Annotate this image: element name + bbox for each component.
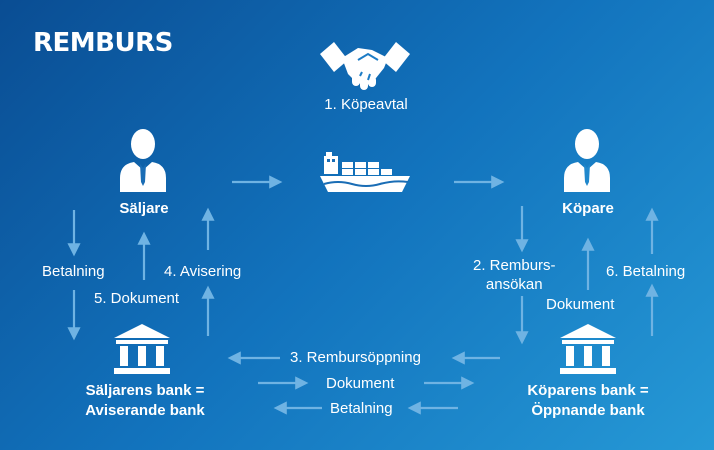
buyer-label: Köpare xyxy=(562,200,614,217)
seller-label: Säljare xyxy=(119,200,169,217)
betalning-right-label: 6. Betalning xyxy=(606,263,686,280)
remburs-ansokan-label: 2. Remburs- ansökan xyxy=(473,257,556,293)
seller-bank-label: Säljarens bank = Aviserande bank xyxy=(85,382,205,419)
bank-icon xyxy=(560,324,616,374)
buyer-bank-label: Köparens bank = Öppnande bank xyxy=(527,382,649,419)
betalning-middle-label: Betalning xyxy=(330,400,393,417)
handshake-icon xyxy=(320,42,410,90)
dokument-right-label: Dokument xyxy=(546,296,615,313)
person-icon xyxy=(564,129,610,192)
dokument-left-label: 5. Dokument xyxy=(94,290,180,307)
contract-label: 1. Köpeavtal xyxy=(324,96,408,113)
cargo-ship-icon xyxy=(320,152,410,192)
diagram-title: REMBURS xyxy=(33,28,173,58)
dokument-middle-label: Dokument xyxy=(326,375,395,392)
avisering-label: 4. Avisering xyxy=(164,263,242,280)
betalning-left-label: Betalning xyxy=(42,263,105,280)
person-icon xyxy=(120,129,166,192)
bank-icon xyxy=(114,324,170,374)
rembursoppning-label: 3. Rembursöppning xyxy=(290,349,421,366)
